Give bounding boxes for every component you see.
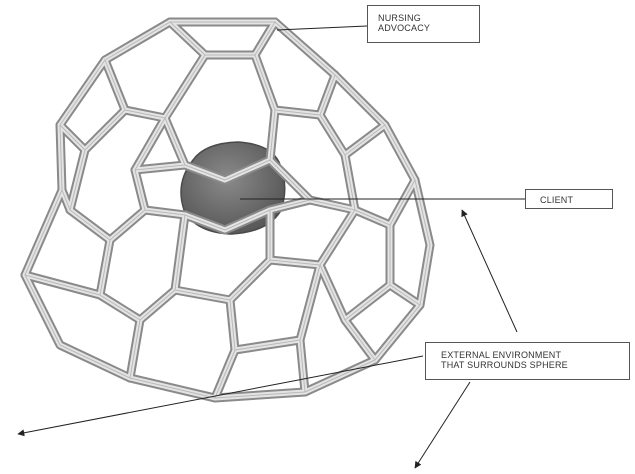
external-environment-line-1: EXTERNAL ENVIRONMENT [441, 350, 629, 360]
frame-strut-shade [345, 320, 375, 360]
frame-strut-fill [320, 225, 390, 320]
frame-strut-outline [320, 225, 390, 320]
external-environment-label: EXTERNAL ENVIRONMENT THAT SURROUNDS SPHE… [425, 342, 630, 380]
client-label-text: CLIENT [540, 195, 612, 205]
client-label: CLIENT [525, 189, 613, 209]
arrow-to-left [18, 356, 423, 434]
nursing-advocacy-line-2: ADVOCACY [378, 23, 479, 33]
frame-strut-outline [105, 55, 205, 118]
frame-strut-fill [170, 22, 275, 55]
frame-strut-outline [270, 210, 355, 265]
nursing-advocacy-line-1: NURSING [378, 13, 479, 23]
external-environment-line-2: THAT SURROUNDS SPHERE [441, 360, 629, 370]
frame-strut-shade [320, 225, 390, 320]
frame-strut-fill [100, 215, 185, 320]
nursing-advocacy-label: NURSING ADVOCACY [367, 5, 480, 43]
frame-strut-shade [390, 285, 420, 305]
advocacy-leader-line [277, 26, 367, 30]
arrow-to-upper-right [462, 210, 517, 332]
arrow-to-bottom [415, 382, 470, 468]
